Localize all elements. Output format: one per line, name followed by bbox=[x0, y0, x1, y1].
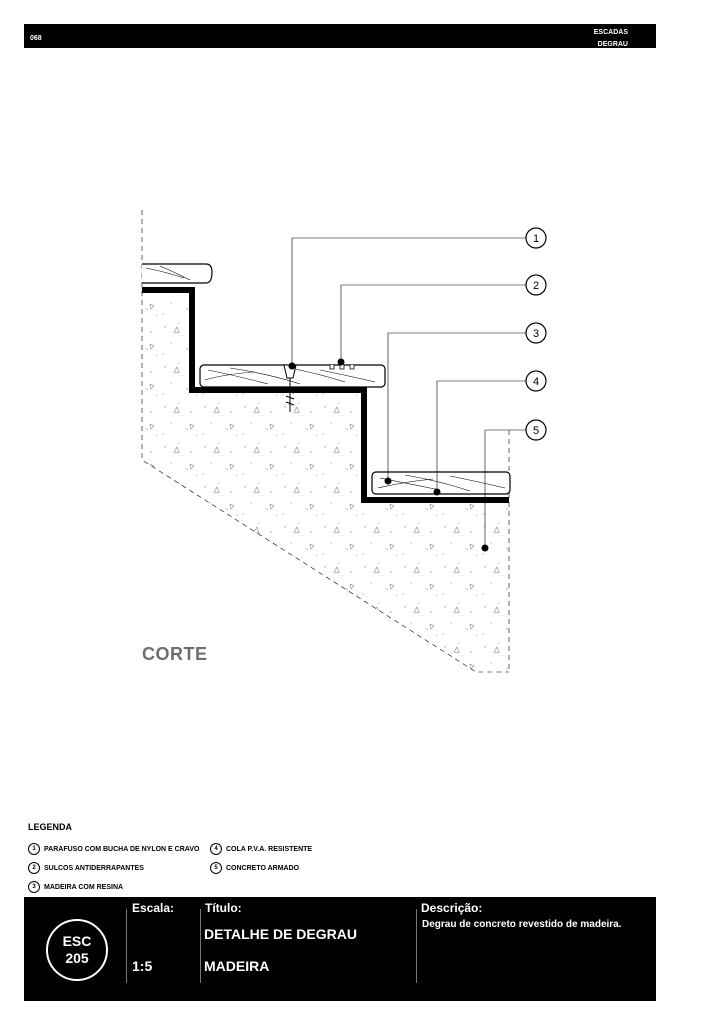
callout-2: 2 bbox=[525, 274, 547, 296]
legend-text: PARAFUSO COM BUCHA DE NYLON E CRAVO bbox=[44, 845, 200, 853]
divider bbox=[416, 909, 417, 983]
legend-item: 5 CONCRETO ARMADO bbox=[210, 862, 299, 874]
callout-5: 5 bbox=[525, 419, 547, 441]
svg-text:2: 2 bbox=[533, 280, 539, 292]
legend-item: 1 PARAFUSO COM BUCHA DE NYLON E CRAVO bbox=[28, 843, 199, 855]
header-category-line: ESCADAS bbox=[593, 29, 628, 36]
svg-text:1: 1 bbox=[533, 233, 539, 245]
legend-number: 1 bbox=[28, 843, 40, 855]
description-text: Degrau de concreto revestido de madeira. bbox=[422, 919, 622, 930]
view-label: CORTE bbox=[142, 644, 208, 664]
header-bar: 068 ESCADAS DEGRAU bbox=[24, 24, 656, 48]
legend-text: CONCRETO ARMADO bbox=[226, 864, 300, 872]
legend-item: 2 SULCOS ANTIDERRAPANTES bbox=[28, 862, 144, 874]
title-block: ESC 205 Escala: 1:5 Título: DETALHE DE D… bbox=[24, 897, 656, 1001]
drawing-code-badge: ESC 205 bbox=[46, 919, 108, 981]
drawing-code-line2: 205 bbox=[65, 950, 89, 966]
header-category: ESCADAS DEGRAU bbox=[594, 27, 628, 51]
drawing-code-line1: ESC bbox=[62, 933, 92, 949]
scale-value: 1:5 bbox=[132, 958, 153, 974]
legend-number: 3 bbox=[28, 881, 40, 893]
callout-4: 4 bbox=[525, 370, 547, 392]
step-profile bbox=[142, 287, 509, 503]
legend-number: 5 bbox=[210, 862, 222, 874]
title-line1: DETALHE DE DEGRAU bbox=[204, 926, 357, 942]
legend-title: LEGENDA bbox=[28, 822, 73, 832]
callout-3: 3 bbox=[525, 322, 547, 344]
legend-item: 3 MADEIRA COM RESINA bbox=[28, 881, 123, 893]
legend-text: MADEIRA COM RESINA bbox=[44, 883, 124, 891]
legend-item: 4 COLA P.V.A. RESISTENTE bbox=[210, 843, 312, 855]
wood-tread-lower bbox=[371, 471, 511, 495]
header-subcategory-line: DEGRAU bbox=[597, 41, 628, 48]
scale-label: Escala: bbox=[132, 901, 175, 915]
legend-text: SULCOS ANTIDERRAPANTES bbox=[44, 864, 144, 872]
title-line2: MADEIRA bbox=[204, 958, 270, 974]
svg-text:5: 5 bbox=[533, 425, 539, 437]
sheet-number: 068 bbox=[30, 35, 42, 42]
svg-text:3: 3 bbox=[533, 328, 539, 340]
description-label: Descrição: bbox=[421, 901, 483, 915]
legend-text: COLA P.V.A. RESISTENTE bbox=[226, 845, 313, 853]
legend-number: 2 bbox=[28, 862, 40, 874]
divider bbox=[200, 909, 201, 983]
divider bbox=[126, 909, 127, 983]
legend-number: 4 bbox=[210, 843, 222, 855]
svg-text:4: 4 bbox=[533, 376, 539, 388]
title-label: Título: bbox=[205, 901, 242, 915]
callout-1: 1 bbox=[525, 227, 547, 249]
concrete-body bbox=[142, 290, 509, 672]
